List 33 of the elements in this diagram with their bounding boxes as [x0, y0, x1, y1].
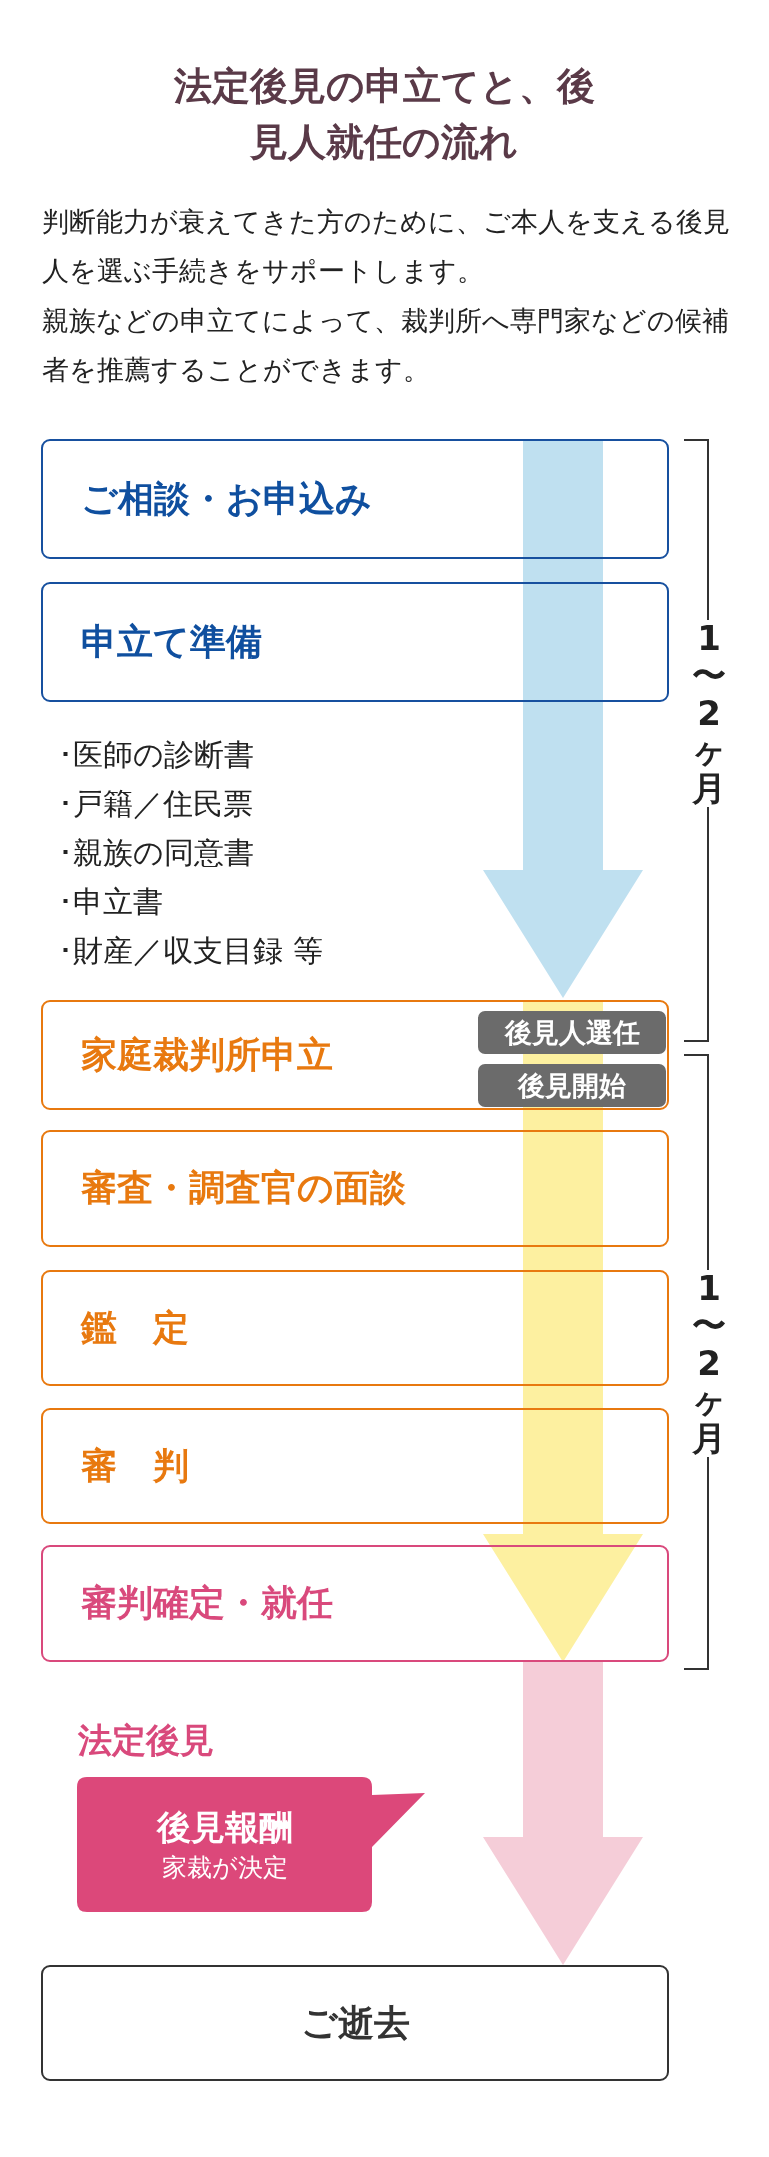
- title: 法定後見の申立てと、後見人就任の流れ: [172, 63, 596, 166]
- step-label: 申立て準備: [81, 619, 262, 664]
- step-box: [41, 1545, 669, 1662]
- bubble-text: 家裁が決定: [161, 1851, 288, 1884]
- step-label: 審 判: [81, 1443, 189, 1488]
- step-label: 家庭裁判所申立: [81, 1032, 333, 1077]
- step-box: [41, 1000, 669, 1110]
- step-label: ご逝去: [300, 2000, 410, 2045]
- duration-label: 1〜2ヶ月: [692, 1270, 726, 1457]
- section-label: 法定後見: [78, 1719, 214, 1762]
- step-label: 鑑 定: [81, 1305, 189, 1350]
- step-label: 審査・調査官の面談: [81, 1166, 406, 1210]
- document-item: ･申立書: [58, 883, 163, 921]
- document-item: ･財産／収支目録 等: [58, 932, 323, 970]
- document-item: ･親族の同意書: [58, 834, 254, 872]
- step-box: [41, 1270, 669, 1386]
- step-box: [41, 439, 669, 559]
- status-badge: 後見開始: [478, 1064, 666, 1107]
- step-label: ご相談・お申込み: [81, 476, 372, 521]
- intro-text: 親族などの申立てによって、裁判所へ専門家などの候補者を推薦することができます。: [42, 304, 730, 387]
- step-box: [41, 582, 669, 702]
- duration-label: 1〜2ヶ月: [692, 620, 726, 807]
- status-badge: 後見人選任: [478, 1011, 666, 1054]
- step-box: [41, 1408, 669, 1524]
- step-box: [41, 1130, 669, 1247]
- flow-arrow: [483, 439, 643, 998]
- intro-text: 判断能力が衰えてきた方のために、ご本人を支える後見人を選ぶ手続きをサポートします。: [42, 205, 731, 288]
- document-item: ･戸籍／住民票: [58, 785, 253, 823]
- bubble-heading: 後見報酬: [156, 1805, 293, 1849]
- flow-arrow: [483, 1662, 643, 1965]
- step-label: 審判確定・就任: [81, 1581, 333, 1625]
- step-box: [41, 1965, 669, 2081]
- document-item: ･医師の診断書: [58, 736, 254, 774]
